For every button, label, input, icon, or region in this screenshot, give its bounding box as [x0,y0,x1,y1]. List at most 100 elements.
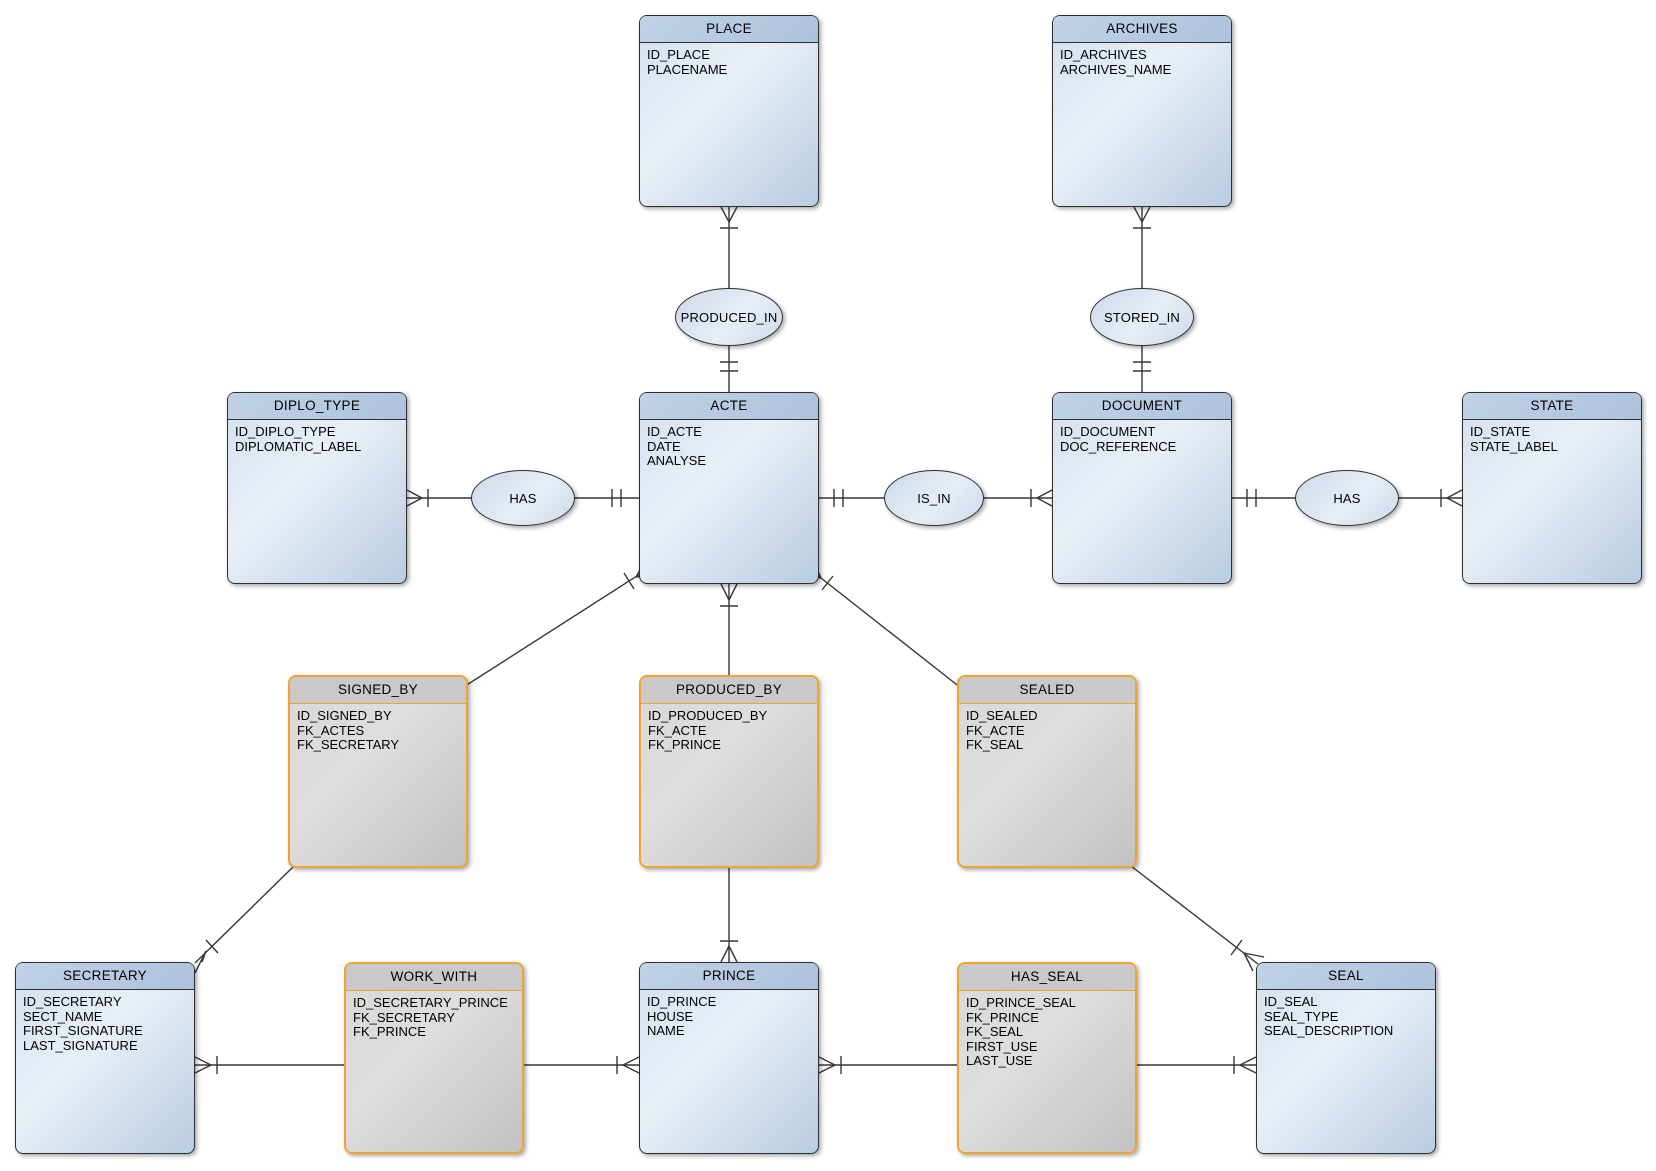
entity-title: HAS_SEAL [959,964,1135,991]
attribute: FK_PRINCE [353,1024,426,1039]
attribute: LAST_USE [966,1053,1033,1068]
attribute: ANALYSE [647,453,707,468]
attribute: ID_PRINCE_SEAL [966,995,1076,1010]
attribute: DIPLOMATIC_LABEL [235,438,362,454]
relationship-has-state[interactable]: HAS [1295,470,1399,526]
attribute: DOC_REFERENCE [1060,438,1177,454]
relationship-is-in[interactable]: IS_IN [884,470,984,526]
attribute: PLACENAME [647,61,728,77]
connector-signed-by-secretary [194,865,295,974]
connector-work-with-prince [524,1056,640,1074]
relationship-label: STORED_IN [1104,309,1180,325]
attribute: NAME [647,1023,685,1038]
entity-title: SEALED [959,677,1135,704]
attribute: SEAL_TYPE [1264,1008,1339,1024]
attribute: ID_ARCHIVES [1060,47,1147,62]
attribute: ID_PLACE [647,47,710,62]
attribute: ID_SEAL [1264,994,1318,1009]
attribute: ID_PRINCE [647,994,717,1009]
entity-title: PRINCE [640,963,818,990]
relationship-produced-in[interactable]: PRODUCED_IN [675,288,783,346]
entity-title: DIPLO_TYPE [228,393,406,420]
attribute: ID_DIPLO_TYPE [235,424,336,439]
attribute: STATE_LABEL [1470,438,1558,454]
relationship-label: HAS [509,490,537,506]
attribute: LAST_SIGNATURE [23,1037,138,1053]
connector-prince-has-seal [818,1056,957,1074]
attribute: FK_ACTE [648,722,707,738]
connector-acte-sealed [800,559,962,689]
relationship-label: PRODUCED_IN [680,309,778,325]
attribute: ID_STATE [1470,424,1531,439]
attribute: FK_PRINCE [966,1009,1039,1025]
relationship-stored-in[interactable]: STORED_IN [1090,288,1194,346]
entity-title: DOCUMENT [1053,393,1231,420]
entity-title: SEAL [1257,963,1435,990]
attribute: FK_SEAL [966,737,1024,752]
attribute: HOUSE [647,1008,694,1024]
attribute: FIRST_SIGNATURE [23,1023,143,1038]
attribute: ID_SECRETARY_PRINCE [353,995,508,1010]
relationship-label: IS_IN [917,490,951,506]
entity-title: PRODUCED_BY [641,677,817,704]
connector-acte-signed-by [461,558,657,689]
attribute: SECT_NAME [23,1008,103,1024]
connector-sealed-seal [1130,865,1265,972]
attribute: ID_PRODUCED_BY [648,708,768,723]
connector-produced-by-prince [720,868,738,963]
entity-title: SIGNED_BY [290,677,466,704]
attribute: ID_SIGNED_BY [297,708,392,723]
relationship-label: HAS [1333,490,1361,506]
attribute: DATE [647,438,681,454]
entity-title: PLACE [640,16,818,43]
relationship-has-diplo[interactable]: HAS [471,470,575,526]
attribute: FK_SEAL [966,1024,1024,1039]
entity-title: SECRETARY [16,963,194,990]
attribute: FIRST_USE [966,1038,1038,1054]
entity-title: WORK_WITH [346,964,522,991]
entity-title: ARCHIVES [1053,16,1231,43]
attribute: ID_SEALED [966,708,1038,723]
attribute: SEAL_DESCRIPTION [1264,1023,1394,1038]
attribute: ID_SECRETARY [23,994,122,1009]
attribute: FK_ACTE [966,722,1025,738]
entity-title: ACTE [640,393,818,420]
connector-acte-produced-by [720,583,738,675]
attribute: FK_SECRETARY [353,1009,456,1025]
attribute: ID_ACTE [647,424,702,439]
attribute: ID_DOCUMENT [1060,424,1156,439]
connector-secretary-work-with [194,1056,344,1074]
attribute: FK_SECRETARY [297,737,400,752]
entity-title: STATE [1463,393,1641,420]
attribute: FK_PRINCE [648,737,721,752]
